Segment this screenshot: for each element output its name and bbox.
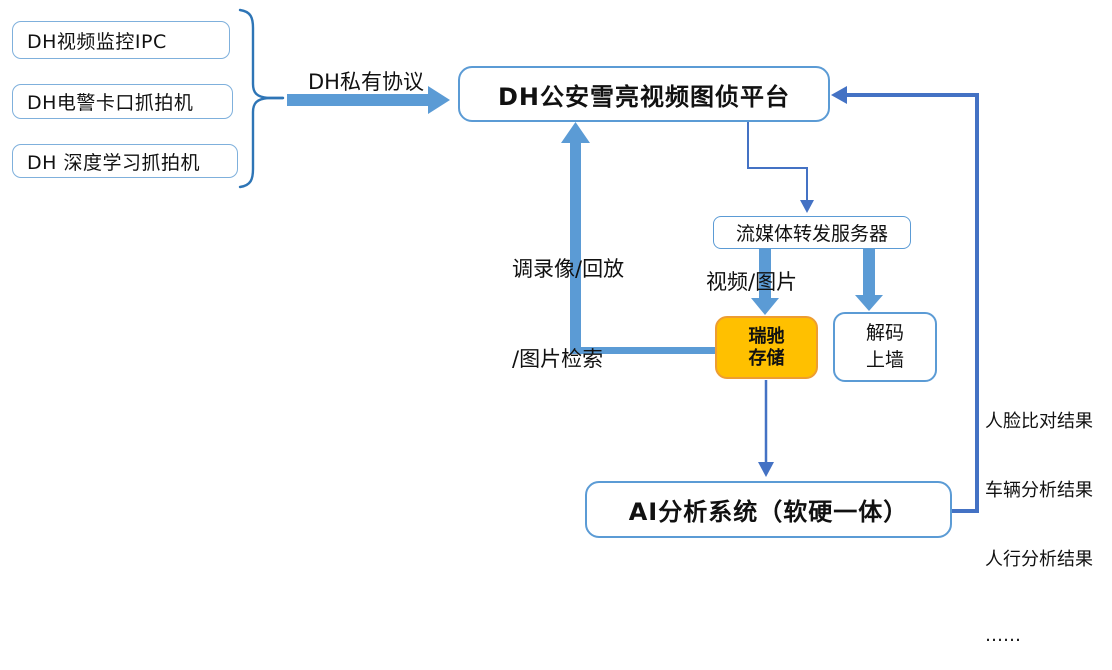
- storage-box-label-line2: 存储: [748, 347, 785, 369]
- decoder-box-label-line2: 上墙: [865, 349, 904, 371]
- storage-to-ai-arrowhead: [758, 462, 774, 477]
- source-box-deep-learning-camera: DH 深度学习抓拍机: [12, 144, 238, 178]
- stream-to-decoder-arrow: [855, 249, 883, 311]
- source-box-ipc: DH视频监控IPC: [12, 21, 230, 59]
- storage-box-label-line1: 瑞驰: [748, 325, 785, 347]
- protocol-arrow-label: DH私有协议: [308, 70, 424, 94]
- ai-results-vehicle: 车辆分析结果: [985, 480, 1093, 501]
- source-box-deep-learning-camera-label: DH 深度学习抓拍机: [27, 151, 200, 174]
- group-brace-top: [238, 8, 285, 100]
- ai-results-face: 人脸比对结果: [985, 411, 1093, 432]
- source-box-checkpoint-camera: DH电警卡口抓拍机: [12, 84, 233, 119]
- retrieve-arrow: [561, 122, 715, 354]
- ai-system-box: AI分析系统（软硬一体）: [585, 481, 952, 538]
- platform-box-label: DH公安雪亮视频图侦平台: [497, 82, 790, 111]
- platform-to-stream-arrowhead: [800, 200, 814, 213]
- diagram-connectors: [238, 8, 979, 513]
- ai-results-pedestrian: 人行分析结果: [985, 549, 1093, 570]
- ai-to-platform-arrowhead: [831, 86, 847, 104]
- protocol-arrow: [287, 86, 450, 114]
- retrieve-arrow-label-line2: /图片检索: [512, 347, 604, 371]
- stream-server-box: 流媒体转发服务器: [713, 216, 911, 249]
- stream-to-storage-arrow: [751, 249, 779, 315]
- ai-results-ellipsis: ……: [985, 625, 1021, 646]
- storage-box: 瑞驰 存储: [715, 316, 818, 379]
- retrieve-arrow-label: 调录像/回放 /图片检索: [512, 194, 624, 404]
- ai-system-box-label: AI分析系统（软硬一体）: [628, 498, 909, 526]
- retrieve-arrow-label-line1: 调录像/回放: [512, 257, 625, 281]
- media-arrow-label: 视频/图片: [706, 270, 798, 294]
- ai-results-label: 人脸比对结果 车辆分析结果 人行分析结果 ……: [985, 364, 1093, 670]
- group-brace-bottom: [238, 96, 285, 189]
- stream-server-box-label: 流媒体转发服务器: [735, 223, 888, 245]
- decoder-box: 解码 上墙: [833, 312, 937, 382]
- source-box-checkpoint-camera-label: DH电警卡口抓拍机: [27, 92, 194, 114]
- source-box-ipc-label: DH视频监控IPC: [27, 30, 167, 53]
- decoder-box-label-line1: 解码: [865, 322, 904, 344]
- ai-to-platform-connector: [846, 93, 979, 513]
- platform-to-stream-connector: [747, 122, 808, 201]
- platform-box: DH公安雪亮视频图侦平台: [458, 66, 830, 122]
